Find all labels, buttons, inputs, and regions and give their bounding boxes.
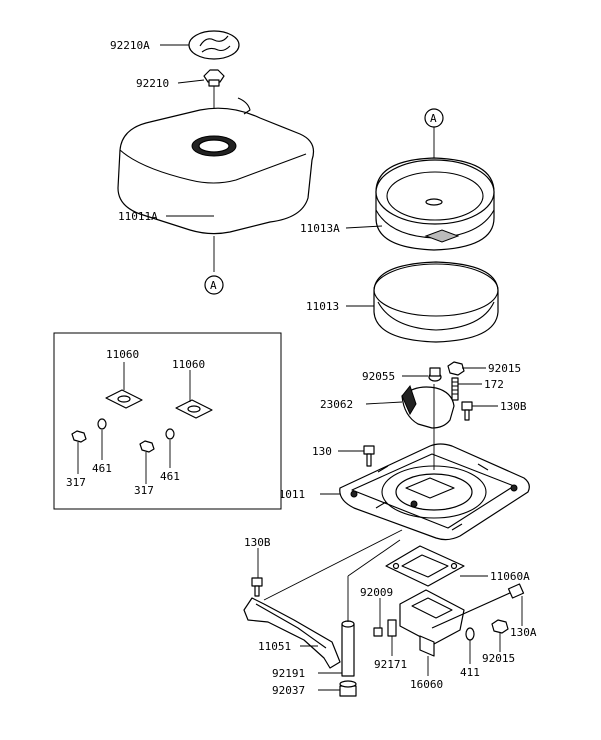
inset-gasket-right (175, 399, 213, 419)
callout-92015-lower: 92015 (482, 652, 515, 665)
callout-11060A: 11060A (490, 570, 530, 583)
clamp-92037 (339, 680, 357, 697)
washer-411 (465, 627, 475, 641)
leader-lines (160, 44, 523, 691)
callout-92009: 92009 (360, 586, 393, 599)
callout-11051: 11051 (258, 640, 291, 653)
ref-a-bottom-circle (204, 275, 224, 295)
inset-callout-11060-left: 11060 (106, 348, 139, 361)
inset-callout-461-left: 461 (92, 462, 112, 475)
inset-callout-317-left: 317 (66, 476, 86, 489)
callout-92037: 92037 (272, 684, 305, 697)
inset-callout-11060-right: 11060 (172, 358, 205, 371)
ref-a-top-label: A (430, 112, 437, 125)
callout-411: 411 (460, 666, 480, 679)
inset-washer-left (97, 418, 107, 430)
inset-nut-left (71, 430, 87, 443)
callout-92171: 92171 (374, 658, 407, 671)
filter-11013A (375, 157, 495, 251)
callout-92055: 92055 (362, 370, 395, 383)
inset-gasket-left (105, 389, 143, 409)
cap-92210A (188, 30, 240, 60)
callout-172: 172 (484, 378, 504, 391)
pipe-92191 (341, 620, 355, 677)
bolt-130 (363, 445, 375, 467)
callout-92015-upper: 92015 (488, 362, 521, 375)
nut-92015 (447, 361, 465, 376)
callout-11011A: 11011A (118, 210, 158, 223)
stud-172 (451, 377, 459, 401)
inset-callout-317-right: 317 (134, 484, 154, 497)
callout-130: 130 (312, 445, 332, 458)
nut-92015-lower (491, 619, 509, 634)
inset-box: 11060 11060 461 461 317 317 (53, 332, 282, 510)
cover-11011A (117, 97, 315, 235)
bolt-130B-lower (251, 577, 263, 597)
bolt-92009 (373, 627, 383, 637)
bracket-11051 (243, 597, 341, 669)
clip-92171 (387, 619, 397, 637)
ref-a-label: A (210, 279, 217, 292)
adaptor-16060 (399, 589, 465, 657)
callout-92210A: 92210A (110, 39, 150, 52)
washer-92055 (428, 367, 442, 382)
gasket-11060A (385, 545, 465, 587)
base-11011 (339, 443, 530, 541)
callout-11013A: 11013A (300, 222, 340, 235)
filter-11013 (373, 261, 499, 343)
callout-11013: 11013 (306, 300, 339, 313)
callout-23062: 23062 (320, 398, 353, 411)
callout-92210: 92210 (136, 77, 169, 90)
callout-130B-lower: 130B (244, 536, 271, 549)
bolt-130A (431, 583, 525, 629)
callout-130B-upper: 130B (500, 400, 527, 413)
inset-nut-right (139, 440, 155, 453)
elbow-23062 (401, 384, 455, 429)
callout-92191: 92191 (272, 667, 305, 680)
callout-16060: 16060 (410, 678, 443, 691)
bolt-130B (461, 401, 473, 421)
wing-nut-92210 (203, 69, 225, 87)
inset-washer-right (165, 428, 175, 440)
inset-callout-461-right: 461 (160, 470, 180, 483)
callout-130A: 130A (510, 626, 537, 639)
